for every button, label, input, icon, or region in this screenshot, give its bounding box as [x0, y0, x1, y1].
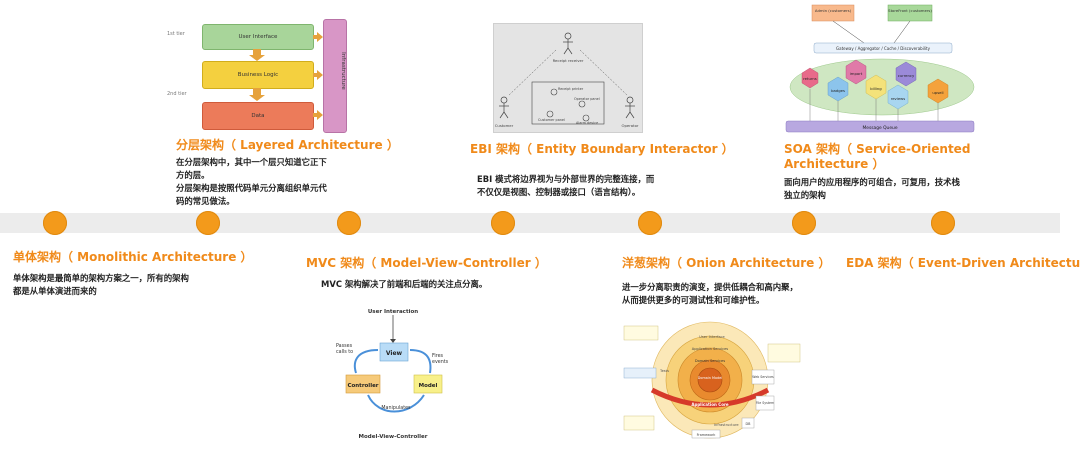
desc-line: 单体架构是最简单的架构方案之一，所有的架构 [13, 273, 189, 283]
timeline-dot-onion [638, 211, 662, 235]
mvc-events-label: events [432, 359, 449, 365]
soa-queue-label: Message Queue [862, 125, 897, 131]
layered-arrows [249, 32, 323, 120]
onion-app-core-label: Application Core [691, 402, 729, 407]
mvc-user-label: User Interaction [368, 309, 418, 315]
ebi-customer-label: Customer [495, 123, 514, 128]
ebi-label-3: Alarm device [576, 121, 598, 125]
onion-file-system-label: File System [756, 401, 774, 405]
layered-title: 分层架构（ Layered Architecture ） [176, 138, 399, 152]
onion-app-services-label: Application Services [692, 347, 729, 351]
onion-web-services-label: Web Services [752, 375, 774, 379]
mvc-diagram: User Interaction View Controller Model P… [328, 305, 458, 445]
onion-title: 洋葱架构（ Onion Architecture ） [622, 256, 831, 270]
onion-framework-label: Framework [697, 433, 716, 437]
ebi-diagram: Receipt receiver Customer Operator Recei… [493, 23, 643, 133]
desc-line: EBI 模式将边界视为与外部世界的完整连接，而 [477, 174, 655, 184]
timeline-dot-monolithic [43, 211, 67, 235]
desc-line: 面向用户的应用程序的可组合，可复用，技术栈 [784, 177, 960, 187]
soa-service-reviews: reviews [891, 96, 906, 101]
layered-desc: 在分层架构中，其中一个层只知道它正下 方的层。 分层架构是按照代码单元分离组织单… [176, 156, 366, 208]
ebi-desc: EBI 模式将边界视为与外部世界的完整连接，而 不仅仅是视图、控制器或接口（语言… [477, 173, 687, 199]
onion-tests-label: Tests [659, 369, 669, 373]
onion-ui-label: User Interface [699, 335, 725, 339]
mvc-controller-label: Controller [347, 383, 378, 389]
layered-diagram: 1st tier 2nd tier User Interface Busines… [165, 17, 355, 133]
ebi-title: EBI 架构（ Entity Boundary Interactor ） [470, 142, 734, 156]
ebi-svg: Receipt receiver Customer Operator Recei… [495, 32, 639, 128]
soa-service-returns: returns [803, 76, 817, 81]
soa-service-billing: billing [870, 86, 882, 91]
desc-line: 码的常见做法。 [176, 196, 235, 206]
mvc-svg: User Interaction View Controller Model P… [336, 309, 449, 440]
soa-service-currency: currency [898, 73, 915, 78]
soa-admin-label: Admin (customers) [815, 8, 852, 13]
onion-infra-label: Infrastructure [714, 423, 739, 427]
soa-service-import: import [850, 71, 863, 76]
mvc-desc: MVC 架构解决了前端和后端的关注点分离。 [321, 278, 551, 291]
timeline-bar [0, 213, 1060, 233]
onion-db-label: DB [746, 422, 752, 426]
mvc-calls-label: calls to [336, 349, 353, 355]
desc-line: MVC 架构解决了前端和后端的关注点分离。 [321, 279, 488, 289]
desc-line: 从而提供更多的可测试性和可维护性。 [622, 295, 765, 305]
onion-desc: 进一步分离职责的演变，提供低耦合和高内聚， 从而提供更多的可测试性和可维护性。 [622, 281, 852, 307]
soa-diagram: Admin (customers) StoreFront (customers)… [784, 3, 979, 135]
desc-line: 方的层。 [176, 170, 210, 180]
desc-line: 不仅仅是视图、控制器或接口（语言结构）。 [477, 187, 641, 197]
soa-service-upsell: upsell [932, 90, 943, 95]
onion-diagram: User Interface Application Services Doma… [622, 320, 802, 445]
timeline-dot-layered [196, 211, 220, 235]
infrastructure-layer: Infrastructure [323, 19, 347, 133]
tier2-label: 2nd tier [167, 91, 187, 97]
desc-line: 独立的架构 [784, 190, 826, 200]
onion-domain-services-label: Domain Services [695, 359, 725, 363]
ebi-label-2: Operator panel [574, 97, 600, 101]
ebi-label-0: Receipt printer [558, 87, 584, 91]
monolithic-title: 单体架构（ Monolithic Architecture ） [13, 250, 253, 264]
timeline-dot-mvc [337, 211, 361, 235]
ebi-label-1: Customer panel [538, 118, 565, 122]
mvc-view-label: View [386, 350, 403, 357]
business-logic-layer: Business Logic [202, 61, 314, 89]
soa-title: SOA 架构（ Service-Oriented Architecture ） [784, 142, 971, 171]
mvc-manipulates-label: Manipulates [381, 405, 411, 411]
tier1-label: 1st tier [167, 31, 185, 37]
desc-line: 都是从单体演进而来的 [13, 286, 97, 296]
timeline-dot-soa [792, 211, 816, 235]
mvc-model-label: Model [419, 383, 438, 389]
desc-line: 进一步分离职责的演变，提供低耦合和高内聚， [622, 282, 798, 292]
desc-line: 分层架构是按照代码单元分离组织单元代 [176, 183, 327, 193]
monolithic-desc: 单体架构是最简单的架构方案之一，所有的架构 都是从单体演进而来的 [13, 272, 243, 298]
mvc-fires-label: Fires [432, 353, 444, 359]
desc-line: 在分层架构中，其中一个层只知道它正下 [176, 157, 327, 167]
mvc-passes-label: Passes [336, 343, 353, 349]
timeline-dot-ebi [491, 211, 515, 235]
soa-storefront-label: StoreFront (customers) [888, 8, 932, 13]
soa-gateway-label: Gateway / Aggregator / Cache / Discovera… [836, 46, 931, 51]
mvc-title: MVC 架构（ Model-View-Controller ） [306, 256, 547, 270]
mvc-caption: Model-View-Controller [359, 434, 428, 440]
ebi-interactor-label: Receipt receiver [553, 58, 584, 63]
soa-service-badges: badges [831, 88, 845, 93]
ebi-operator-label: Operator [622, 123, 639, 128]
soa-desc: 面向用户的应用程序的可组合，可复用，技术栈 独立的架构 [784, 176, 994, 202]
timeline-dot-eda [931, 211, 955, 235]
eda-title: EDA 架构（ Event-Driven Architecture ） [846, 256, 1080, 270]
onion-svg: User Interface Application Services Doma… [623, 321, 801, 439]
soa-svg: Admin (customers) StoreFront (customers)… [785, 4, 975, 133]
onion-domain-model-label: Domain Model [698, 376, 722, 380]
